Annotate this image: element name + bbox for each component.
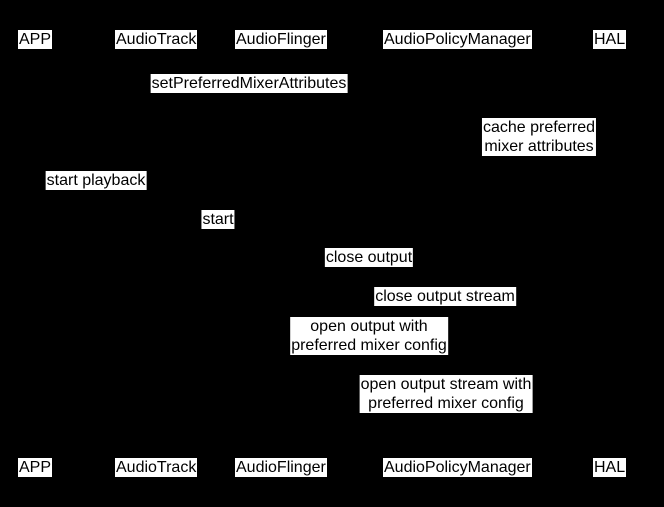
participant-bottom-audioflinger: AudioFlinger (235, 458, 327, 477)
message-open-output-stream-with-preferred-mixer-config: open output stream with preferred mixer … (359, 375, 533, 413)
participant-top-hal: HAL (593, 30, 627, 49)
participant-bottom-hal: HAL (593, 458, 627, 477)
message-close-output-stream: close output stream (374, 287, 516, 306)
participant-bottom-audiopolicymanager: AudioPolicyManager (383, 458, 532, 477)
message-set-preferred-mixer-attributes: setPreferredMixerAttributes (150, 74, 348, 93)
message-start-playback: start playback (45, 171, 147, 190)
participant-top-audiopolicymanager: AudioPolicyManager (383, 30, 532, 49)
message-start: start (201, 210, 235, 229)
message-open-output-with-preferred-mixer-config: open output with preferred mixer config (290, 317, 448, 355)
participant-top-audiotrack: AudioTrack (115, 30, 198, 49)
participant-top-audioflinger: AudioFlinger (235, 30, 327, 49)
participant-bottom-app: APP (18, 458, 53, 477)
message-close-output: close output (324, 248, 414, 267)
participant-top-app: APP (18, 30, 53, 49)
message-cache-preferred-mixer-attributes: cache preferred mixer attributes (481, 118, 597, 156)
participant-bottom-audiotrack: AudioTrack (115, 458, 198, 477)
